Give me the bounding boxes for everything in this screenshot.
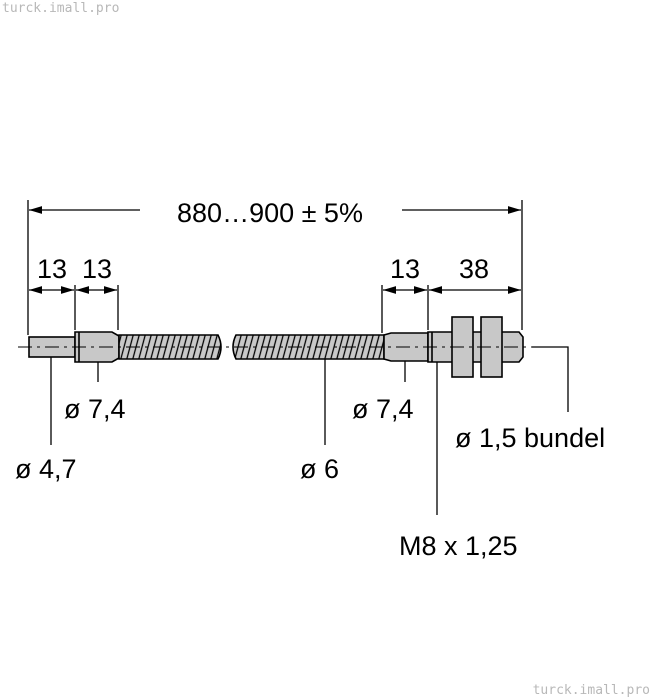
left-tip-length: 13 <box>37 254 67 284</box>
threaded-body-length: 38 <box>459 254 489 284</box>
extension-lines <box>27 200 523 335</box>
overall-dimension: 880…900 ± 5% <box>29 198 521 228</box>
cable-diameter-label: ø 6 <box>300 454 339 484</box>
tip-diameter-label: ø 4,7 <box>15 454 77 484</box>
thread-label: M8 x 1,25 <box>399 531 518 561</box>
watermark-top: turck.imall.pro <box>2 1 120 16</box>
cable-left-section <box>118 334 222 360</box>
left-sleeve-diameter-label: ø 7,4 <box>64 394 126 424</box>
leader-lines <box>50 346 569 515</box>
overall-length-label: 880…900 ± 5% <box>177 198 363 228</box>
left-sleeve-length: 13 <box>82 254 112 284</box>
right-sleeve-diameter-label: ø 7,4 <box>352 394 414 424</box>
right-sleeve-length: 13 <box>390 254 420 284</box>
bundle-diameter-label: ø 1,5 bundel <box>455 423 605 453</box>
watermark-bottom: turck.imall.pro <box>532 683 650 698</box>
